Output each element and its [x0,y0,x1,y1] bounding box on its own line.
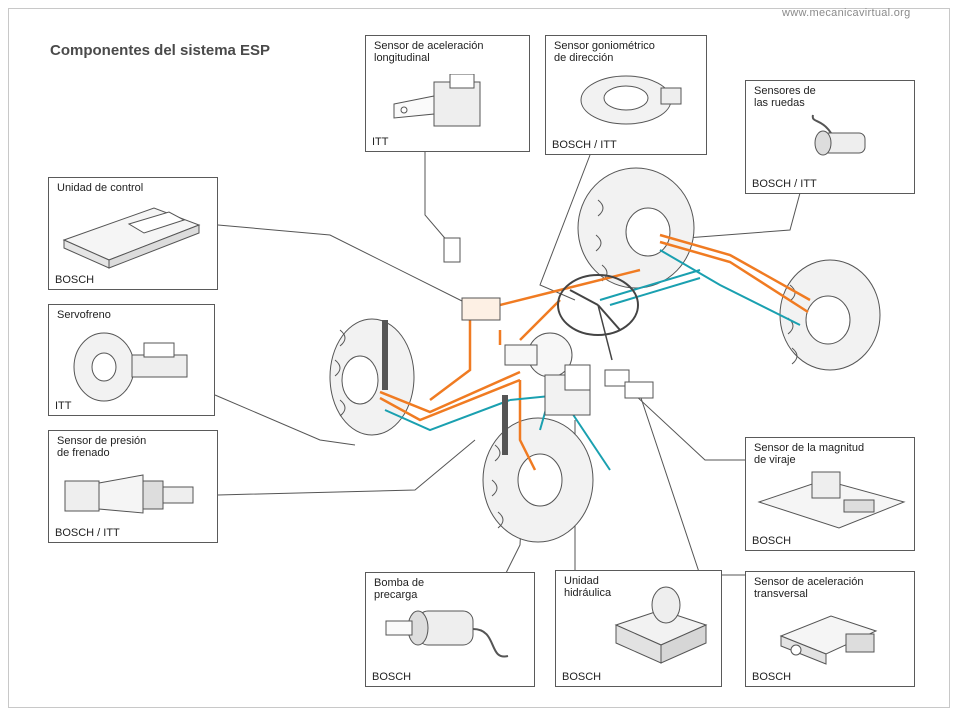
yaw-rate-sensor-icon [757,471,906,529]
diagram-title: Componentes del sistema ESP [50,42,271,59]
box-longitudinal-accel-sensor: Sensor de aceleración longitudinal ITT [365,35,530,152]
box-precharge-pump: Bomba de precarga BOSCH [365,572,535,687]
leader-line-servo [214,394,356,446]
maker-label: BOSCH / ITT [752,178,817,190]
component-label: Sensor de aceleración transversal [754,576,864,600]
image-frame [8,8,950,708]
component-label: Unidad hidráulica [564,575,612,599]
component-label: Sensor goniométrico de dirección [554,40,655,64]
maker-label: BOSCH [752,535,792,547]
component-label: Sensor de aceleración longitudinal [374,40,484,64]
wheel-rear-right [577,167,695,289]
longitudinal-accel-sensor-icon [393,74,481,127]
component-label: Bomba de precarga [374,577,425,601]
box-wheel-speed-sensors: Sensores de las ruedas BOSCH / ITT [745,80,915,194]
leader-line-lateral-sensor [639,394,745,576]
steering-angle-sensor-icon [580,75,682,125]
leader-line-longitudinal-sensor [424,150,456,251]
maker-label: BOSCH [372,671,412,683]
box-hydraulic-unit: Unidad hidráulica BOSCH [555,570,722,687]
website-watermark: www.mecanicavirtual.org [782,7,911,19]
control-unit-module [461,297,501,321]
maker-label: BOSCH / ITT [552,139,617,151]
box-control-unit: Unidad de control BOSCH [48,177,218,290]
maker-label: ITT [55,400,72,412]
box-yaw-rate-sensor: Sensor de la magnitud de viraje BOSCH [745,437,915,551]
yaw-sensor-module [604,369,630,387]
leader-line-yaw-sensor [634,394,745,461]
leader-line-wheel-sensors [659,192,801,241]
component-label: Sensor de la magnitud de viraje [754,442,865,466]
wheel-speed-sensor-icon [811,114,866,156]
maker-label: ITT [372,136,389,148]
maker-label: BOSCH [55,274,95,286]
steering-wheel [557,274,639,361]
wheel-front-left [482,417,594,543]
component-label: Sensor de presión de frenado [57,435,147,459]
leader-line-steering-sensor [539,154,591,301]
maker-label: BOSCH [752,671,792,683]
box-lateral-accel-sensor: Sensor de aceleración transversal BOSCH [745,571,915,687]
control-unit-icon [62,207,201,269]
brake-pressure-sensor-icon [64,474,194,514]
precharge-pump-icon [385,610,509,658]
lateral-accel-sensor-icon [779,615,878,665]
brake-booster-icon [73,332,188,402]
component-label: Unidad de control [57,182,144,194]
wheel-front-right [779,259,881,371]
lateral-sensor-module [624,381,654,399]
component-label: Servofreno [57,309,111,321]
brake-servo-center [504,332,573,378]
box-brake-pressure-sensor: Sensor de presión de frenado BOSCH / ITT [48,430,218,543]
leader-line-control-unit [217,224,471,306]
longitudinal-sensor-module [443,237,461,263]
maker-label: BOSCH [562,671,602,683]
hydraulic-unit-center [544,364,591,416]
box-steering-angle-sensor: Sensor goniométrico de dirección BOSCH /… [545,35,707,155]
component-label: Sensores de las ruedas [754,85,816,109]
hydraulic-unit-icon [614,586,708,664]
leader-line-pressure-sensor [217,439,476,496]
box-brake-booster: Servofreno ITT [48,304,215,416]
maker-label: BOSCH / ITT [55,527,120,539]
